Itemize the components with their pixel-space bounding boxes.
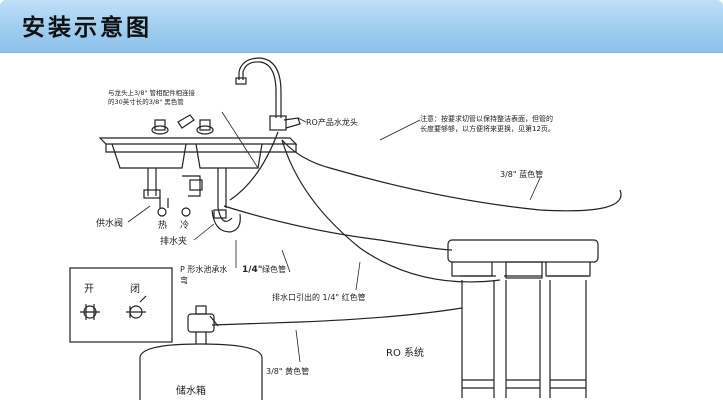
closed-label: 闭	[130, 282, 140, 295]
cold-label: 冷	[180, 219, 189, 231]
ro-system-label: RO 系统	[386, 346, 424, 359]
yellow-tube-label: 3/8" 黄色管	[266, 366, 309, 376]
drain-clamp-label: 排水夹	[160, 235, 187, 247]
storage-tank-label: 储水箱	[176, 384, 206, 397]
title-bar: 安装示意图	[0, 0, 723, 53]
page-title: 安装示意图	[22, 14, 152, 41]
valve-state-inset	[69, 267, 173, 343]
tubes-drawing	[211, 131, 622, 326]
p-trap-label-line2: 弯	[180, 275, 188, 285]
green-tube-label: 绿色管	[262, 264, 286, 274]
ro-faucet-drawing	[235, 57, 301, 131]
faucet-tube-note-line2: 的30英寸长的3/8" 黑色管	[108, 97, 184, 106]
blue-tube-label: 3/8" 蓝色管	[500, 169, 543, 179]
quarter-inch-label: 1/4"	[242, 265, 263, 275]
red-drain-tube-label: 排水口引出的 1/4" 红色管	[272, 292, 366, 302]
sink-drawing	[98, 114, 298, 233]
ro-system-drawing	[447, 239, 599, 398]
faucet-tube-note-line1: 与龙头上3/8" 管相配件相连接	[108, 88, 196, 97]
storage-tank-drawing	[139, 305, 263, 400]
note-line1: 注意：按要求切管以保持整洁表面，但管的	[420, 114, 553, 123]
note-line2: 长度要够够，以方便将来更换，见第12页。	[420, 124, 555, 133]
ro-faucet-label: RO产品水龙头	[306, 117, 358, 127]
p-trap-label-line1: P 形水池承水	[180, 264, 227, 274]
supply-valve-label: 供水阀	[96, 217, 123, 229]
open-label: 开	[84, 284, 94, 295]
hot-label: 热	[158, 219, 167, 231]
